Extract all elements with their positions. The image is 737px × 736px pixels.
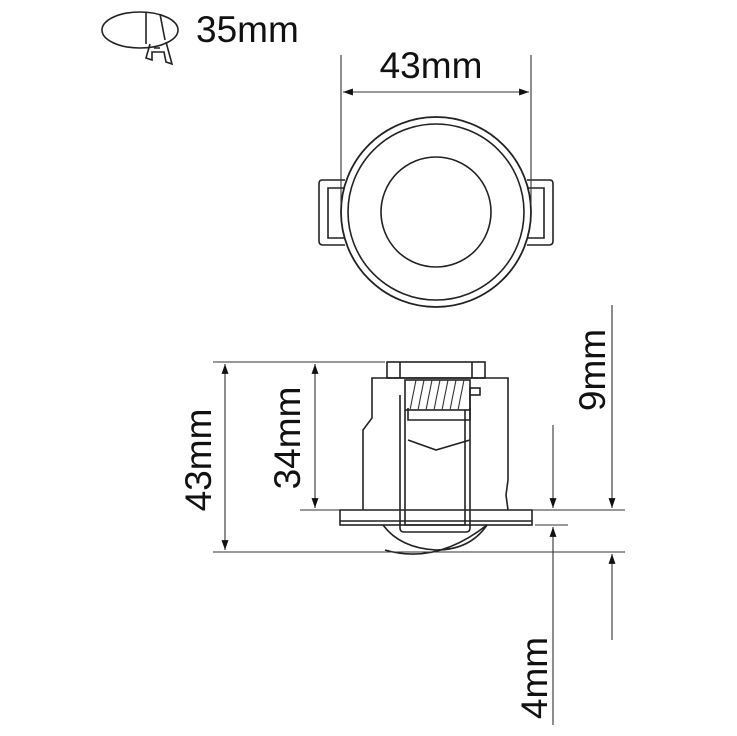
ceiling-cutout-icon: [101, 11, 179, 66]
top-width-label: 43mm: [380, 45, 483, 86]
spring: [404, 379, 481, 411]
recess-height-label: 34mm: [267, 387, 308, 490]
total-height-label: 43mm: [178, 409, 219, 512]
cutout-size-label: 35mm: [196, 9, 299, 50]
top-view: [318, 55, 554, 308]
side-view: [339, 361, 533, 555]
top-clearance-label: 9mm: [572, 329, 613, 411]
protrusion-label: 4mm: [514, 637, 555, 719]
